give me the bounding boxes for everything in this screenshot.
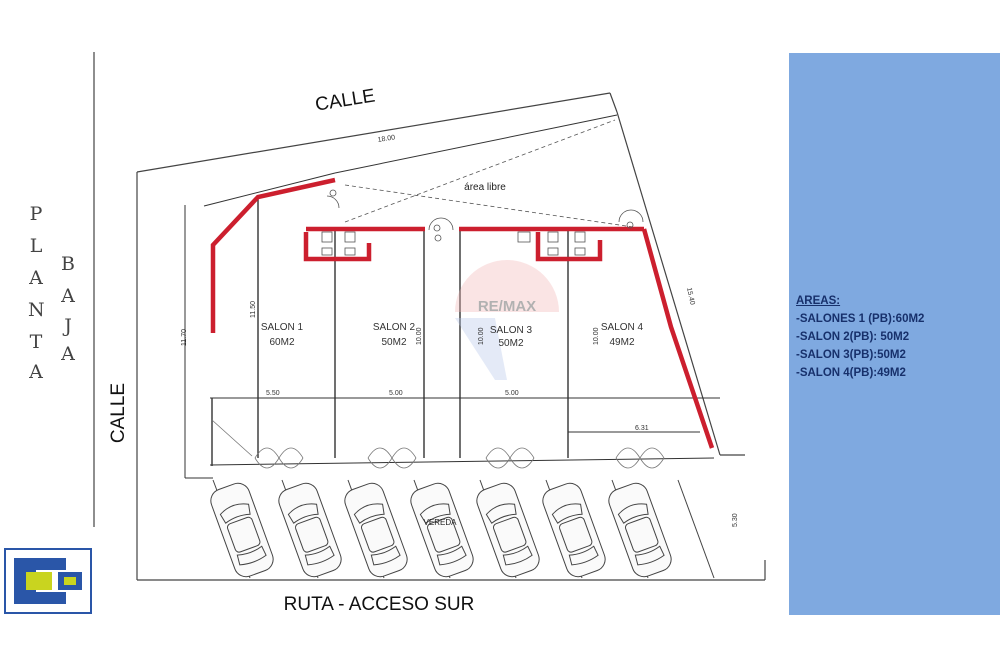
sidewalk-label: VEREDA [424,518,458,527]
dim-right: 15.40 [685,287,696,306]
car-icon [278,482,342,578]
car-icon [608,482,672,578]
watermark-text: RE/MAX [478,298,536,315]
floor-title-vertical: P L A N T A B A J A [26,205,86,395]
floor-title-letter: A [61,285,75,307]
salon-3-name: SALON 3 [490,325,533,336]
dim-salon2-width: 5.00 [389,390,403,397]
dim-salon3-width: 5.00 [505,390,519,397]
street-top-label: CALLE [314,85,377,115]
areas-item: -SALON 4(PB):49M2 [796,367,906,379]
watermark: RE/MAX [455,260,559,380]
dim-salon3-height: 10.00 [478,327,485,345]
areas-item: -SALON 2(PB): 50M2 [796,331,910,343]
salon-1-name: SALON 1 [261,322,304,333]
areas-item: -SALONES 1 (PB):60M2 [796,313,925,325]
company-logo [4,548,92,614]
floor-title-letter: N [28,299,45,321]
storefront-doors [211,419,665,469]
car-icon [542,482,606,578]
car-icon [476,482,540,578]
floor-title-letter: A [29,267,43,289]
salon-4-area: 49M2 [609,337,634,348]
dim-sidewalk-depth: 5.30 [732,513,739,527]
car-icon [410,482,474,578]
street-labels: CALLE CALLE RUTA - ACCESO SUR [108,85,474,615]
salon-2-name: SALON 2 [373,322,416,333]
floor-title-letter: B [61,253,75,275]
areas-list: AREAS: -SALONES 1 (PB):60M2 -SALON 2(PB)… [796,292,924,382]
floor-title-letter: J [64,315,72,337]
dim-salon2-height: 10.00 [416,327,423,345]
logo-mark-icon [14,558,82,604]
property-lines [93,52,766,581]
car-icon [344,482,408,578]
dim-salon4-width: 6.31 [635,425,649,432]
salon-4-name: SALON 4 [601,322,644,333]
doors-and-fixtures [321,189,644,256]
salon-2-area: 50M2 [381,337,406,348]
dim-salon1-height: 11.50 [250,301,257,318]
floor-title-letter: P [29,203,43,225]
floor-title-letter: A [61,343,75,365]
dim-left-outer: 11.70 [181,329,188,346]
dimension-labels: 18.00 15.40 11.70 11.50 10.00 10.00 10.0… [181,134,739,527]
dim-top: 18.00 [377,134,396,144]
areas-panel: AREAS: -SALONES 1 (PB):60M2 -SALON 2(PB)… [789,53,1000,615]
building-outline [184,114,720,479]
floor-title-letter: T [29,331,43,353]
free-area-label: área libre [464,182,506,193]
road-bottom-label: RUTA - ACCESO SUR [284,594,475,615]
dim-salon4-height: 10.00 [593,327,600,345]
street-left-label: CALLE [108,383,129,443]
free-area-lines [344,119,641,229]
areas-title: AREAS: [796,295,841,307]
floor-title-letter: A [29,361,43,383]
parking-area [210,479,715,579]
car-icon [210,482,274,578]
salon-3-area: 50M2 [498,338,523,349]
partition-walls [211,197,569,466]
areas-item: -SALON 3(PB):50M2 [796,349,906,361]
exterior-walls-red [210,177,715,449]
floor-title-letter: L [29,235,43,257]
salon-1-area: 60M2 [269,337,294,348]
room-labels: SALON 1 60M2 SALON 2 50M2 SALON 3 50M2 S… [261,182,644,527]
dim-salon1-width: 5.50 [266,390,280,397]
